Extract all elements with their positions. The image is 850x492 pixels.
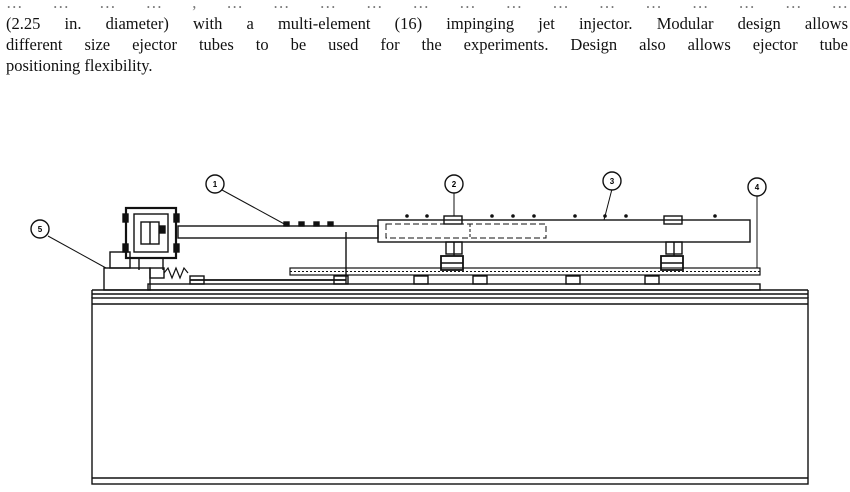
callout-3: 3: [602, 171, 622, 191]
callout-4: 4: [747, 177, 767, 197]
rocket-motor-head: [122, 206, 180, 270]
clamp-assembly-right: [660, 215, 684, 271]
callout-1: 1: [205, 174, 225, 194]
description-line-1: (2.25 in. diameter) with a multi-element…: [6, 14, 848, 33]
svg-text:4: 4: [755, 183, 760, 192]
svg-text:2: 2: [452, 180, 457, 189]
leader-lines: [47, 188, 758, 269]
description-text: … … … … , … … … … … … … … … … … … … … (2…: [6, 0, 848, 76]
svg-text:1: 1: [213, 180, 218, 189]
mounting-feet: [189, 275, 660, 285]
callout-2: 2: [444, 174, 464, 194]
description-line-cut: … … … … , … … … … … … … … … … … … … …: [6, 0, 848, 12]
mounting-rail: [147, 283, 761, 291]
description-line-3: positioning flexibility.: [6, 56, 153, 75]
description-line-2: different size ejector tubes to be used …: [6, 35, 848, 54]
perforated-plate: [289, 267, 761, 276]
ejector-tube: [377, 219, 751, 243]
svg-text:5: 5: [38, 225, 43, 234]
support-table: [91, 289, 809, 485]
spring-mount: [103, 251, 189, 291]
svg-text:3: 3: [610, 177, 615, 186]
pressure-taps: [405, 214, 717, 218]
clamp-assembly-left: [440, 215, 464, 271]
callout-5: 5: [30, 219, 50, 239]
